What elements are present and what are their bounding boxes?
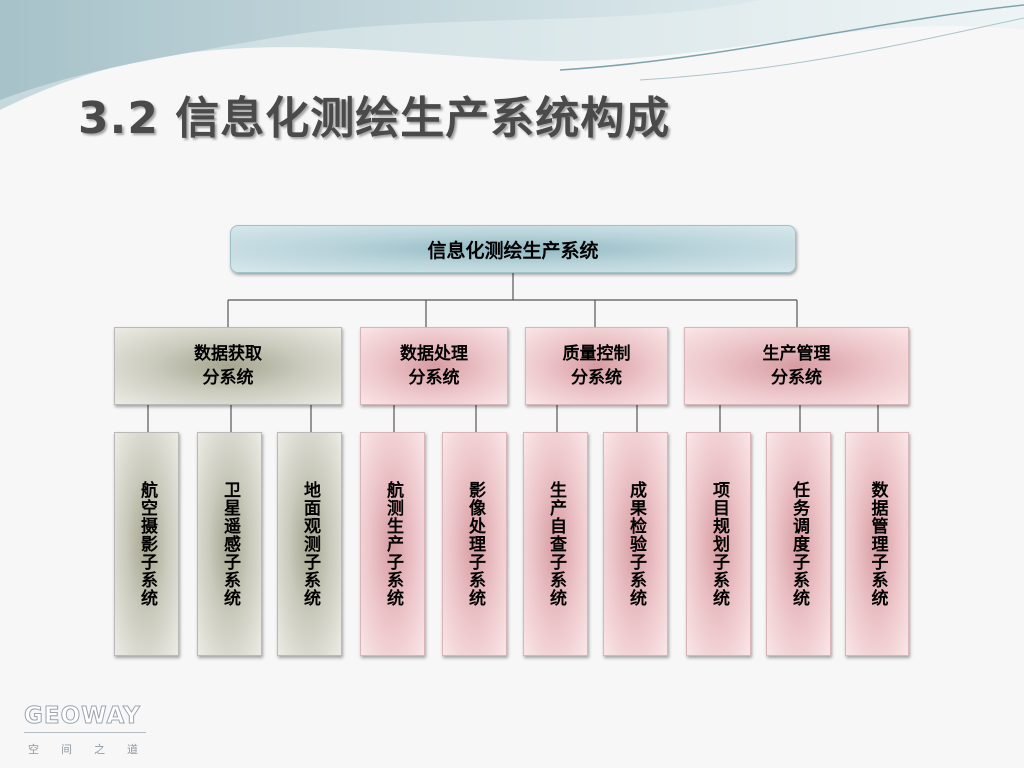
subsystem-node: 生产自查子系统: [523, 432, 588, 656]
subsystem-node: 任务调度子系统: [766, 432, 831, 656]
category-label-line1: 质量控制: [562, 344, 631, 364]
category-node-4: 生产管理分系统: [684, 327, 909, 405]
page-title: 3.2 信息化测绘生产系统构成: [78, 93, 671, 144]
category-label-line2: 分系统: [202, 368, 254, 388]
category-label-line2: 分系统: [571, 368, 622, 388]
subsystem-node: 航空摄影子系统: [114, 432, 179, 656]
logo-divider: [24, 732, 146, 733]
subsystem-node: 影像处理子系统: [442, 432, 507, 656]
subsystem-node: 成果检验子系统: [603, 432, 668, 656]
subsystem-node: 数据管理子系统: [845, 432, 909, 656]
subsystem-node: 卫星遥感子系统: [197, 432, 262, 656]
logo-tagline: 空间之道: [28, 743, 160, 756]
category-node-1: 数据获取分系统: [114, 327, 342, 405]
subsystem-node: 项目规划子系统: [686, 432, 751, 656]
category-label-line2: 分系统: [408, 368, 460, 388]
category-label-line1: 数据获取: [194, 344, 262, 364]
geoway-logo: GEOWAY: [24, 703, 141, 730]
category-node-2: 数据处理分系统: [360, 327, 508, 405]
category-label-line1: 数据处理: [400, 344, 468, 364]
category-node-3: 质量控制分系统: [525, 327, 668, 405]
subsystem-node: 地面观测子系统: [277, 432, 342, 656]
category-label-line1: 生产管理: [762, 344, 831, 364]
root-node: 信息化测绘生产系统: [230, 225, 796, 273]
subsystem-node: 航测生产子系统: [360, 432, 425, 656]
category-label-line2: 分系统: [771, 368, 822, 388]
